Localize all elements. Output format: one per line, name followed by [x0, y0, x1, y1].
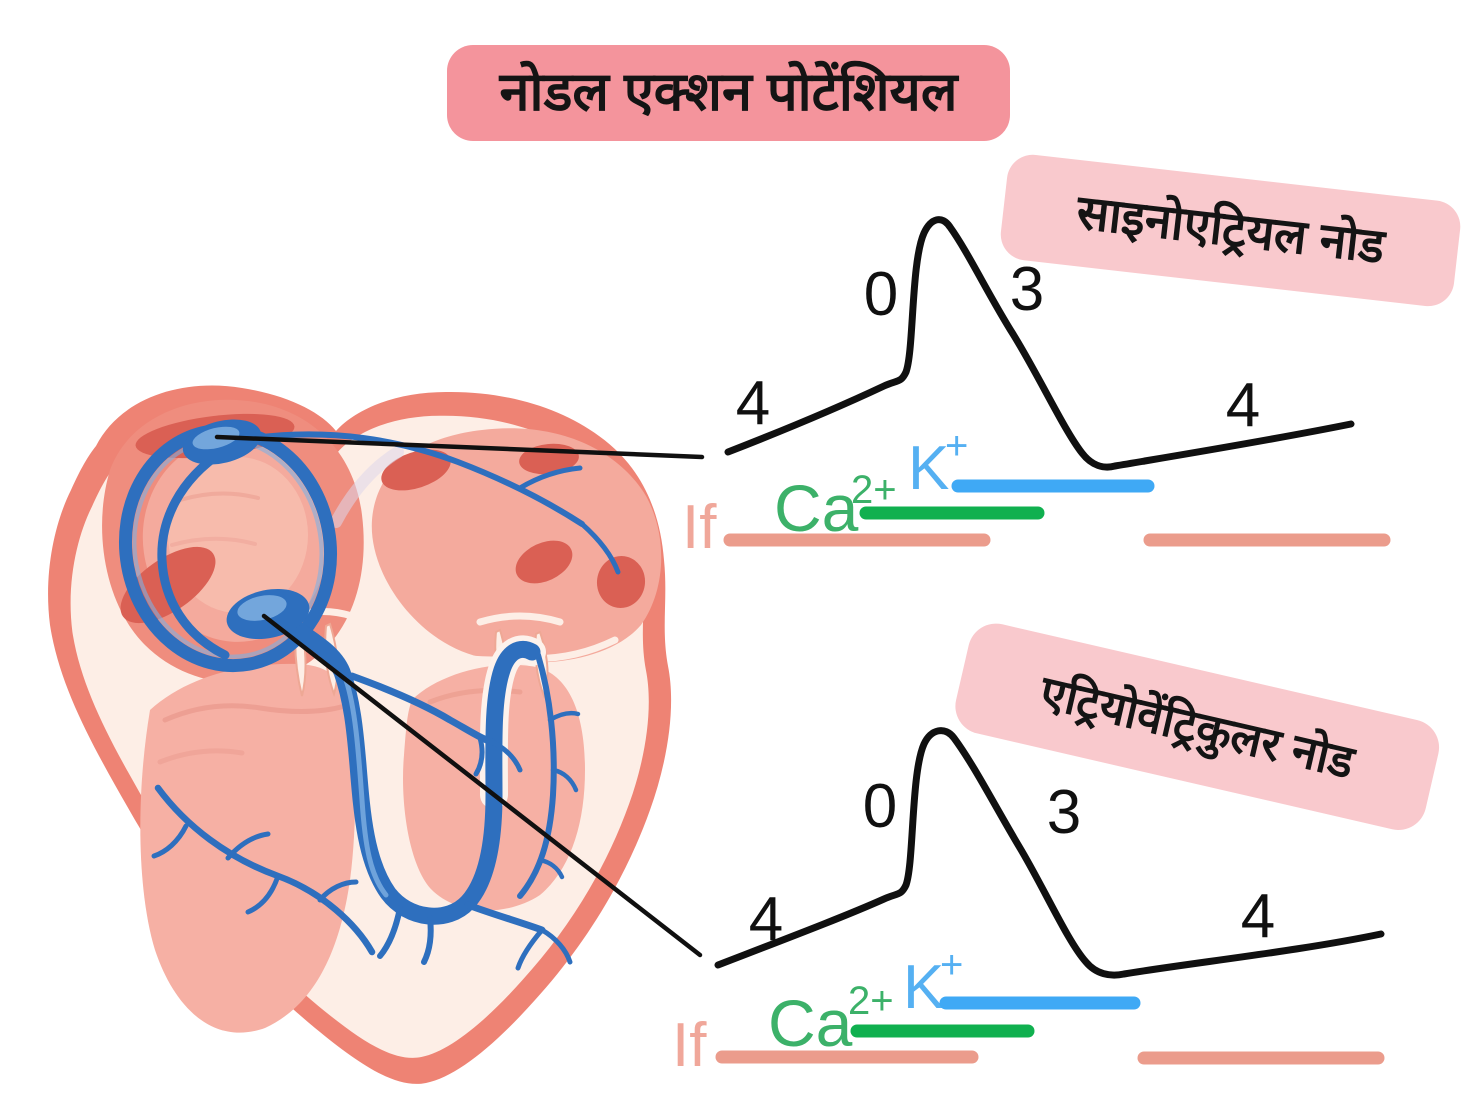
sa-phase-0: 0 — [864, 260, 898, 329]
sa-k-current-label: K — [908, 434, 949, 503]
atrium-texture-line — [170, 536, 257, 547]
sa-action-potential-curve — [724, 216, 1355, 471]
av-if-current-label: If — [672, 1011, 707, 1080]
av-node-pointer-line — [261, 613, 703, 958]
av-action-potential-curve — [714, 727, 1385, 979]
av-k-current-label: K — [903, 953, 944, 1022]
internodal-inner-branch — [157, 447, 230, 660]
sa-action-potential-panel: 4 0 3 4 If Ca 2+ K + — [682, 216, 1391, 562]
conduction-system — [118, 419, 621, 971]
av-k-superscript: + — [940, 943, 963, 987]
av-phase-3: 3 — [1047, 778, 1081, 847]
sa-ca-superscript: 2+ — [851, 468, 897, 512]
av-phase-4-right: 4 — [1241, 882, 1275, 951]
atrial-branch-twig — [517, 465, 583, 491]
sa-ca-current-label: Ca — [774, 471, 859, 545]
av-phase-4-left: 4 — [749, 885, 783, 954]
ventricle-texture-line — [157, 748, 245, 765]
av-ca-current-label: Ca — [768, 986, 853, 1060]
sa-phase-4-left: 4 — [736, 369, 770, 438]
left-atrium-red-spot — [515, 540, 573, 584]
septal-branch-twig — [473, 735, 485, 777]
av-node-highlight — [237, 595, 287, 621]
av-action-potential-panel: 4 0 3 4 If Ca 2+ K + — [672, 727, 1385, 1080]
aorta-stripe — [330, 446, 404, 528]
av-ca-superscript: 2+ — [848, 979, 894, 1023]
his-bundle-highlight — [343, 677, 389, 898]
diagram-title: नोडल एक्शन पोटेंशियल — [447, 45, 1010, 141]
sa-phase-4-right: 4 — [1226, 371, 1260, 440]
sa-if-current-label: If — [682, 493, 717, 562]
septal-branch-twig — [489, 739, 523, 773]
ventricle-texture-line — [162, 703, 348, 723]
left-atrium — [371, 428, 662, 663]
left-atrium-red-spot — [381, 449, 451, 491]
left-atrium-red-spot — [596, 556, 646, 608]
sa-k-superscript: + — [945, 424, 968, 468]
atrium-texture-line — [178, 491, 260, 502]
av-phase-0: 0 — [863, 772, 897, 841]
left-ventricle-chamber — [140, 663, 356, 1033]
valve-annulus — [476, 612, 564, 626]
sa-phase-3: 3 — [1010, 255, 1044, 324]
atrial-branch-twig — [579, 521, 621, 575]
atrial-branch — [252, 431, 585, 527]
purkinje-fibers — [151, 652, 581, 971]
heart-illustration — [48, 385, 672, 1084]
sa-node-pointer-line — [214, 434, 705, 460]
